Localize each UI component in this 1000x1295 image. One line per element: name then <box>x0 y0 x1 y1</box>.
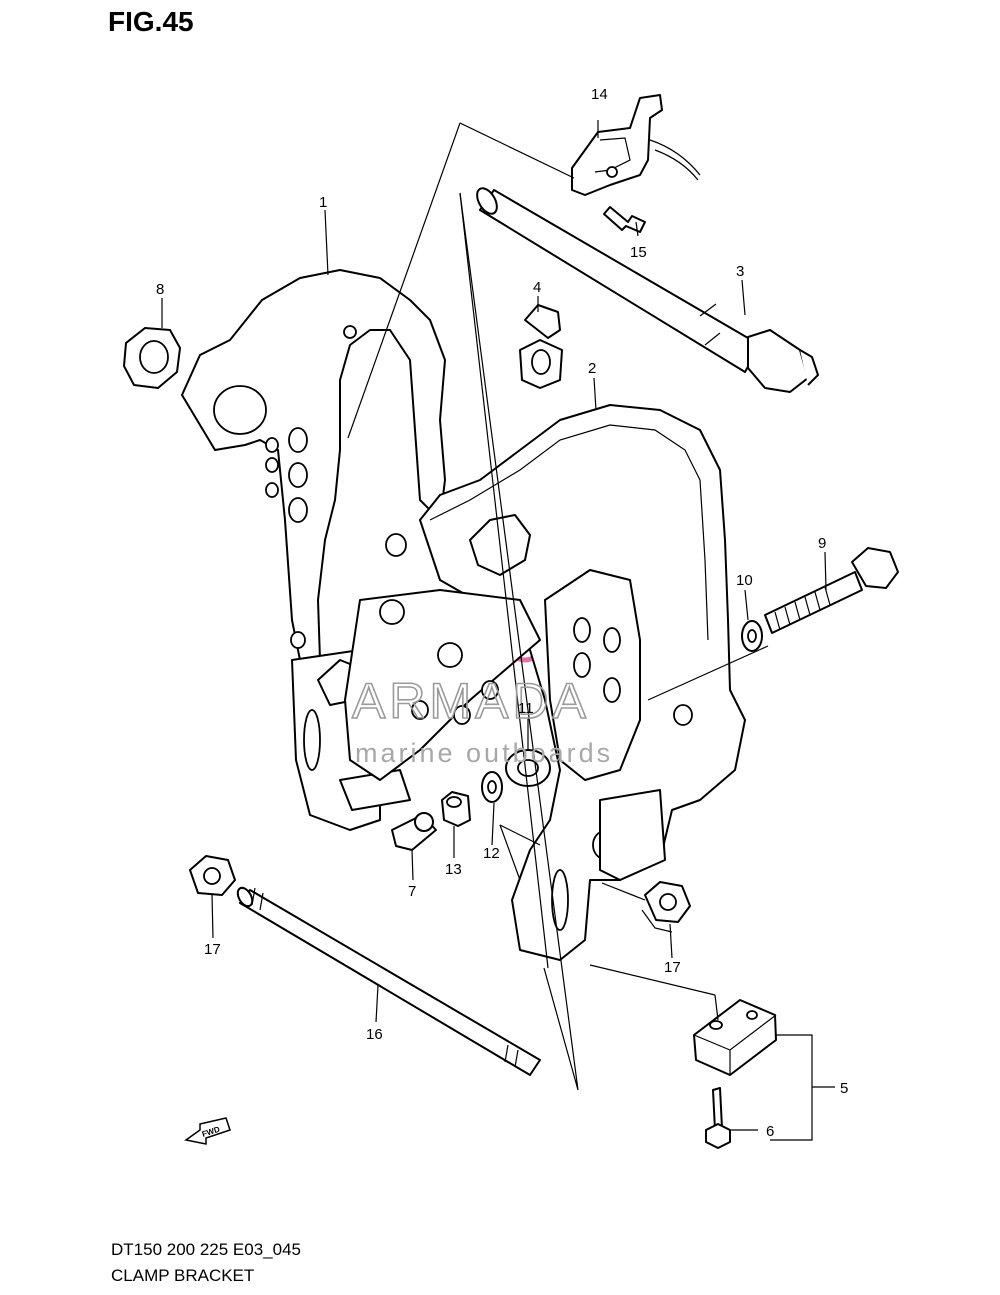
part-14-trim-sensor <box>571 94 701 196</box>
footer-section-name: CLAMP BRACKET <box>111 1266 255 1285</box>
footer-model-code: DT150 200 225 E03_045 <box>111 1240 301 1259</box>
fwd-arrow-icon: FWD <box>184 1117 231 1145</box>
part-8-nut <box>123 327 181 389</box>
part-17-flange-nut-right <box>641 881 691 933</box>
part-15-screw <box>603 206 646 233</box>
callout-8: 8 <box>156 281 164 298</box>
part-4-clip <box>519 304 563 389</box>
callout-2: 2 <box>588 360 596 377</box>
callout-14: 14 <box>591 86 608 103</box>
part-3-tilt-tube <box>476 187 819 393</box>
callout-15: 15 <box>630 244 647 261</box>
callout-10: 10 <box>736 572 753 589</box>
part-13-nut <box>441 791 471 827</box>
callout-7: 7 <box>408 883 416 900</box>
part-5-block <box>693 999 777 1076</box>
part-12-washer <box>481 771 503 803</box>
part-16-rod <box>236 886 541 1076</box>
leader-lines <box>161 209 835 1141</box>
callout-3: 3 <box>736 263 744 280</box>
callout-1: 1 <box>319 194 327 211</box>
part-17-flange-nut-left <box>189 855 236 896</box>
assembly-lines <box>347 122 769 1091</box>
part-7-bushing <box>391 812 437 851</box>
callout-11: 11 <box>518 700 534 717</box>
callout-4: 4 <box>533 279 541 296</box>
watermark-tagline: marine outboards <box>355 738 613 768</box>
callout-5: 5 <box>840 1080 848 1097</box>
callout-16: 16 <box>366 1026 383 1043</box>
figure-title: FIG.45 <box>108 6 194 37</box>
part-2-swivel-bracket <box>385 404 746 961</box>
part-link-arm <box>344 589 541 781</box>
part-10-washer <box>741 620 763 652</box>
callout-6: 6 <box>766 1123 774 1140</box>
callout-13: 13 <box>445 861 462 878</box>
callout-9: 9 <box>818 535 826 552</box>
part-6-screw <box>705 1087 731 1149</box>
watermark-brand: ARMADA <box>352 673 590 729</box>
callout-17-left: 17 <box>204 941 221 958</box>
part-9-bolt <box>764 547 899 634</box>
callout-12: 12 <box>483 845 500 862</box>
callout-17-right: 17 <box>664 959 681 976</box>
